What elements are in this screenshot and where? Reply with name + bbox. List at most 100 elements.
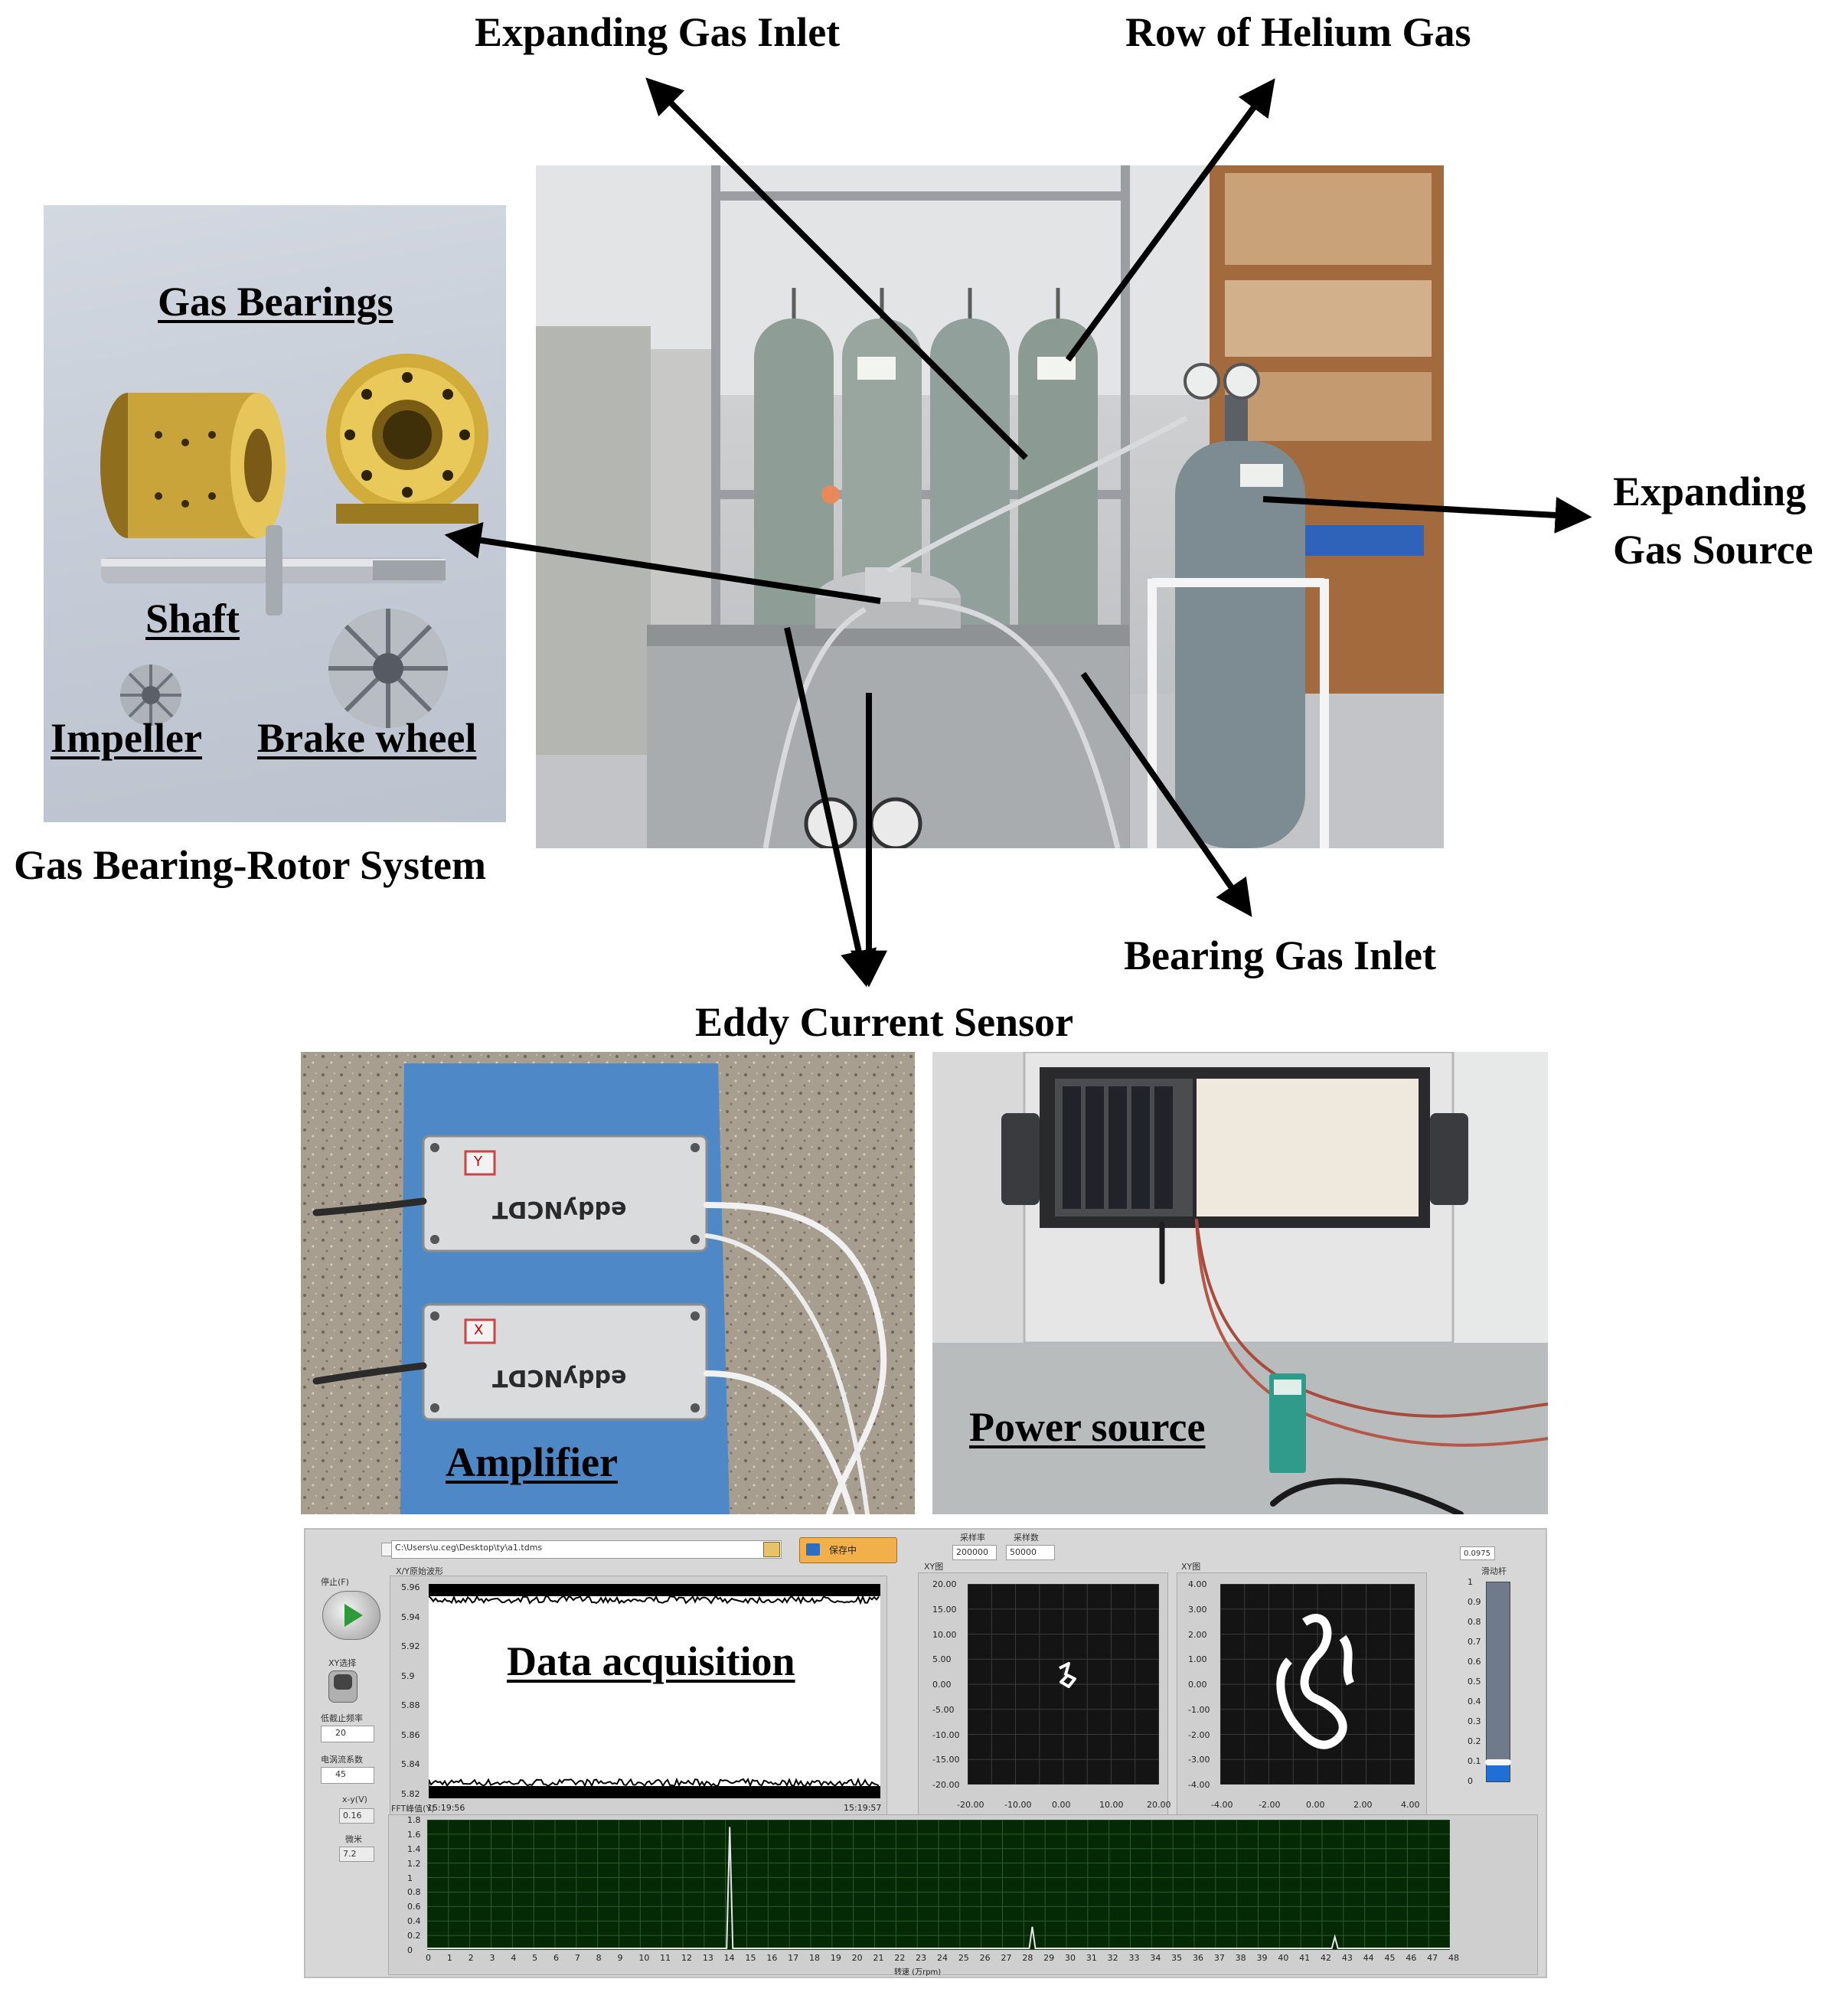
amplifier-brand-x: eddyNCDT — [492, 1364, 627, 1391]
xy2-title: XY图 — [1181, 1562, 1201, 1572]
orbit-trace — [1276, 1614, 1355, 1749]
daq-chassis — [1001, 1067, 1468, 1228]
xy1-title: XY图 — [924, 1562, 944, 1572]
xy2-ytick: 0.00 — [1188, 1680, 1207, 1690]
xy1-orbit — [967, 1583, 1160, 1785]
fft-xtick: 32 — [1107, 1953, 1118, 1963]
fft-xtick: 47 — [1427, 1953, 1438, 1963]
sample-rate-label: 采样率 — [960, 1533, 985, 1543]
fft-xtick: 34 — [1150, 1953, 1161, 1963]
slider-tick: 0.5 — [1468, 1677, 1481, 1687]
waveform-ytick: 5.82 — [401, 1789, 420, 1799]
waveform-x-end: 15:19:57 — [844, 1803, 882, 1813]
amplifier-photo: eddyNCDT eddyNCDT Y X — [301, 1052, 915, 1514]
path-browse-icon[interactable] — [381, 1543, 392, 1556]
fft-trace — [427, 1827, 1450, 1949]
fft-ytick: 0.2 — [407, 1931, 421, 1941]
sample-count-field[interactable]: 50000 — [1006, 1545, 1055, 1560]
stop-button[interactable] — [322, 1591, 380, 1640]
fft-xtick: 4 — [511, 1953, 517, 1963]
fft-ytick: 1.4 — [407, 1843, 421, 1854]
waveform-ytick: 5.84 — [401, 1759, 420, 1770]
xy-select-toggle[interactable] — [328, 1670, 358, 1703]
brake-wheel — [328, 609, 448, 728]
fft-xtick: 3 — [489, 1953, 495, 1963]
slider-tick: 0.4 — [1468, 1696, 1481, 1706]
xy1-ytick: -10.00 — [932, 1729, 960, 1740]
amplifier-box-x — [422, 1303, 708, 1421]
xy1-xtick: 20.00 — [1147, 1800, 1171, 1810]
slider-thumb[interactable] — [1485, 1759, 1511, 1765]
amplifier-tag-y: Y — [474, 1154, 482, 1170]
fft-xtick: 11 — [660, 1953, 671, 1963]
fft-xtick: 41 — [1299, 1953, 1311, 1963]
label-shaft: Shaft — [145, 596, 240, 642]
slider-track[interactable] — [1485, 1582, 1511, 1782]
xy1-ytick: -5.00 — [932, 1704, 955, 1715]
micron-indicator: 7.2 — [339, 1847, 374, 1862]
xy1-plot — [967, 1583, 1160, 1785]
power-source-photo — [932, 1052, 1548, 1514]
amplifier-box-y — [422, 1135, 708, 1252]
fft-xtick: 26 — [979, 1953, 991, 1963]
slider-tick: 0.7 — [1468, 1637, 1481, 1647]
label-data-acquisition: Data acquisition — [507, 1638, 795, 1684]
slider-tick: 0.6 — [1468, 1657, 1481, 1667]
label-row-of-helium-gas: Row of Helium Gas — [1125, 9, 1471, 55]
fft-xtick: 20 — [851, 1953, 863, 1963]
xy2-ytick: -2.00 — [1188, 1729, 1210, 1740]
gas-bearing-left — [100, 393, 286, 538]
waveform-x-start: 15:19:56 — [427, 1803, 465, 1813]
slider-label: 滑动杆 — [1481, 1566, 1507, 1576]
folder-icon[interactable] — [763, 1542, 780, 1557]
xy1-xtick: 10.00 — [1099, 1800, 1124, 1810]
fft-xtick: 43 — [1341, 1953, 1353, 1963]
slider-tick: 0.8 — [1468, 1617, 1481, 1627]
fft-xtick: 27 — [1001, 1953, 1012, 1963]
fft-xtick: 14 — [723, 1953, 735, 1963]
slider-tick: 0 — [1468, 1776, 1473, 1786]
xy2-xtick: -4.00 — [1211, 1800, 1233, 1810]
fft-xtick: 1 — [446, 1953, 452, 1963]
fft-xtick: 40 — [1278, 1953, 1289, 1963]
xy2-xtick: 4.00 — [1401, 1800, 1420, 1810]
fft-ytick: 1.8 — [407, 1815, 421, 1825]
fft-xtick: 18 — [809, 1953, 820, 1963]
fft-xtick: 16 — [766, 1953, 778, 1963]
fft-xtick: 48 — [1448, 1953, 1459, 1963]
xy2-xtick: 2.00 — [1353, 1800, 1373, 1810]
fft-xtick: 28 — [1022, 1953, 1033, 1963]
lowpass-field[interactable]: 20 — [321, 1726, 374, 1742]
stop-label: 停止(F) — [321, 1577, 349, 1587]
slider-tick: 0.9 — [1468, 1597, 1481, 1607]
sample-rate-field[interactable]: 200000 — [952, 1545, 997, 1560]
label-expanding-gas-source-1: Expanding — [1613, 469, 1807, 514]
fft-ytick: 0.6 — [407, 1902, 421, 1912]
xy2-ytick: 2.00 — [1188, 1629, 1207, 1640]
fft-xtick: 21 — [873, 1953, 884, 1963]
xy1-ytick: -15.00 — [932, 1755, 960, 1765]
slider-tick: 0.2 — [1468, 1736, 1481, 1746]
xy1-ytick: 5.00 — [932, 1654, 952, 1665]
xy2-plot — [1219, 1583, 1415, 1785]
fft-plot — [426, 1819, 1451, 1951]
fft-xlabel: 转速 (万rpm) — [894, 1968, 942, 1977]
fft-ytick: 1 — [407, 1873, 413, 1883]
slider-value-field[interactable]: 0.0975 — [1460, 1546, 1495, 1560]
file-path-field[interactable]: C:\Users\u.ceg\Desktop\ty\a1.tdms — [391, 1540, 782, 1559]
xy2-ytick: 4.00 — [1188, 1579, 1207, 1589]
fft-xtick: 39 — [1256, 1953, 1268, 1963]
fft-xtick: 7 — [574, 1953, 580, 1963]
save-button[interactable]: 保存中 — [799, 1537, 897, 1563]
waveform-traces — [428, 1584, 880, 1798]
filter-coef-field[interactable]: 45 — [321, 1767, 374, 1784]
waveform-ytick: 5.96 — [401, 1582, 420, 1592]
fft-xtick: 44 — [1363, 1953, 1374, 1963]
fft-ytick: 1.6 — [407, 1829, 421, 1840]
fft-ytick: 1.2 — [407, 1858, 421, 1869]
xy1-ytick: 20.00 — [932, 1579, 957, 1589]
shaft — [101, 525, 446, 616]
